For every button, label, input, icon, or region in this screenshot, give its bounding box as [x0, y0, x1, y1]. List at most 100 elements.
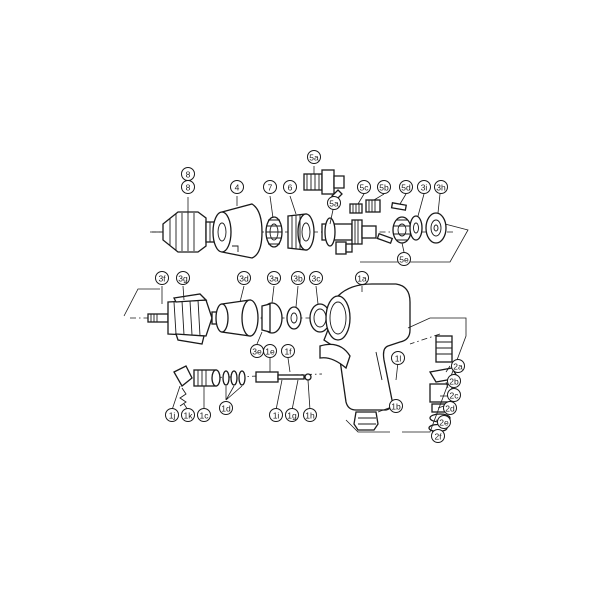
- callout-label: 7: [268, 183, 273, 193]
- callout-label: 5b: [379, 183, 389, 193]
- callout-1a: 1a: [355, 271, 369, 285]
- callout-label: 1b: [391, 402, 401, 412]
- callout-circle: [263, 180, 277, 194]
- valve-spring-part: [179, 387, 187, 407]
- needle-bearing-part: [287, 213, 315, 251]
- callout-circle: [176, 271, 190, 285]
- callout-circle: [434, 180, 448, 194]
- callout-3d: 3d: [237, 271, 251, 285]
- callout-circle: [417, 180, 431, 194]
- callout-5a_top: 5a: [307, 150, 321, 164]
- callout-label: 8: [186, 170, 191, 180]
- callout-1j: 1j: [165, 408, 179, 422]
- callout-3i: 3i: [417, 180, 431, 194]
- callout-label: 1i: [273, 411, 280, 421]
- callout-circle: [283, 180, 297, 194]
- callout-circle: [451, 359, 465, 373]
- callout-1c: 1c: [197, 408, 211, 422]
- washer-3i-part: [409, 215, 423, 241]
- callout-label: 5a: [329, 199, 339, 209]
- valve-stem-1e-part: [255, 371, 312, 383]
- callout-label: 2b: [449, 377, 459, 387]
- callout-circle: [309, 271, 323, 285]
- callout-circle: [443, 401, 457, 415]
- callout-circle: [389, 399, 403, 413]
- drill-chuck-part: [152, 211, 221, 253]
- callout-2b: 2b: [447, 374, 461, 388]
- callout-8: 8: [181, 180, 195, 194]
- callout-circle: [447, 388, 461, 402]
- callout-circle: [431, 429, 445, 443]
- callout-circle: [291, 271, 305, 285]
- callout-label: 1c: [200, 411, 210, 421]
- callout-3f: 3f: [155, 271, 169, 285]
- rotor-part: [147, 293, 223, 345]
- callout-label: 3h: [436, 183, 446, 193]
- upper-leader-lines: [187, 166, 441, 253]
- gear-5e-part: [392, 216, 412, 244]
- callout-3h: 3h: [434, 180, 448, 194]
- end-plate-3a-part: [261, 302, 283, 334]
- callout-label: 1l: [395, 354, 402, 364]
- callout-circle: [377, 180, 391, 194]
- callout-circle: [285, 408, 299, 422]
- callout-label: 3b: [293, 274, 303, 284]
- callout-circle: [267, 271, 281, 285]
- callout-label: 1g: [287, 411, 297, 421]
- callout-label: 2d: [445, 404, 455, 414]
- callout-label: 2a: [453, 362, 463, 372]
- callout-5a: 5a: [327, 196, 341, 210]
- inlet-bushing-part: [353, 411, 379, 431]
- callout-label: 3i: [421, 183, 428, 193]
- callout-label: 2e: [439, 418, 449, 428]
- callout-3c: 3c: [309, 271, 323, 285]
- swivel-axis-line: [409, 333, 441, 345]
- callout-circle: [263, 344, 277, 358]
- callout-8_top: 8: [181, 167, 195, 181]
- callout-label: 3d: [239, 274, 249, 284]
- callout-label: 8: [186, 183, 191, 193]
- callout-label: 1d: [221, 404, 231, 414]
- callout-circle: [281, 344, 295, 358]
- callout-2d: 2d: [443, 401, 457, 415]
- callout-1f: 1f: [281, 344, 295, 358]
- callout-circle: [181, 180, 195, 194]
- callout-label: 1k: [184, 411, 194, 421]
- callout-circle: [303, 408, 317, 422]
- callout-label: 1a: [357, 274, 367, 284]
- callout-1i: 1i: [269, 408, 283, 422]
- callout-label: 5e: [399, 255, 409, 265]
- callout-1d: 1d: [219, 401, 233, 415]
- pin-5d-part: [376, 202, 407, 245]
- callout-circle: [155, 271, 169, 285]
- callout-1l: 1l: [391, 351, 405, 365]
- callout-1h: 1h: [303, 408, 317, 422]
- callout-5b: 5b: [377, 180, 391, 194]
- callout-6: 6: [283, 180, 297, 194]
- valve-body-1c-part: [193, 369, 221, 387]
- swivel-bracket: [402, 317, 467, 433]
- bearing-3h-part: [425, 212, 447, 244]
- callout-label: 1e: [265, 347, 275, 357]
- planet-carrier-part: [303, 169, 345, 201]
- o-rings-1d-part: [222, 370, 246, 386]
- callout-circle: [307, 150, 321, 164]
- callout-3a: 3a: [267, 271, 281, 285]
- callout-circle: [219, 401, 233, 415]
- inlet-bracket: [345, 419, 390, 433]
- callout-3g: 3g: [176, 271, 190, 285]
- callout-label: 3e: [252, 347, 262, 357]
- callout-5e: 5e: [397, 252, 411, 266]
- callout-7: 7: [263, 180, 277, 194]
- spindle-shaft-part: [321, 217, 377, 255]
- callout-1g: 1g: [285, 408, 299, 422]
- bearing-3b-part: [286, 306, 302, 330]
- valve-cap-part: [173, 365, 193, 387]
- callout-circle: [197, 408, 211, 422]
- callout-circle: [237, 271, 251, 285]
- callout-label: 1f: [284, 347, 292, 357]
- callout-label: 2f: [434, 432, 442, 442]
- callout-circle: [355, 271, 369, 285]
